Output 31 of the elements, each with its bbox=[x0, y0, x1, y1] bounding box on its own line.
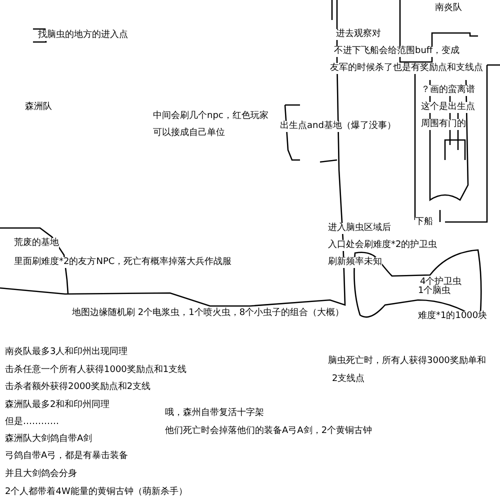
map-note: 入口处会刷难度*2的护卫虫 bbox=[328, 240, 438, 251]
map-note: 找脑虫的地方的进入点 bbox=[38, 30, 128, 41]
map-note: 2支线点 bbox=[332, 374, 365, 385]
map-note: 森洲队最多2和和印州同理 bbox=[5, 400, 110, 411]
map-note: 南炎队 bbox=[435, 3, 462, 14]
map-note: 森洲队 bbox=[25, 102, 52, 113]
map-note: 他们死亡时会掉落他们的装备A弓A剑，2个黄铜古钟 bbox=[165, 426, 372, 437]
map-note: 进去观察对 bbox=[336, 29, 381, 40]
map-note: 击杀任意一个所有人获得1000奖励点和1支线 bbox=[5, 365, 187, 376]
map-note: 里面刷难度*2的友方NPC，死亡有概率掉落大兵作战服 bbox=[14, 257, 232, 268]
map-note: 哦，森州自带复活十字架 bbox=[165, 408, 264, 419]
map-note: 脑虫死亡时，所有人获得3000奖励单和 bbox=[328, 356, 486, 367]
map-note: 不进下飞船会给范围buff，变成 bbox=[334, 46, 460, 57]
map-note: 1个脑虫 bbox=[418, 286, 451, 297]
map-note: 荒废的基地 bbox=[14, 238, 59, 249]
map-note: 但是………… bbox=[5, 417, 59, 428]
map-note: 难度*1的1000块 bbox=[418, 311, 488, 322]
map-note: 可以接成自己单位 bbox=[153, 128, 225, 139]
map-note: 友军的时候杀了也是有奖励点和支线点 bbox=[330, 63, 483, 74]
map-note: 这个是出生点 bbox=[421, 102, 475, 113]
map-note: 并且大剑鸽会分身 bbox=[5, 469, 77, 480]
map-note: 击杀者额外获得2000奖励点和2支线 bbox=[5, 382, 151, 393]
map-note: 南炎队最多3人和印州出现同理 bbox=[5, 347, 128, 358]
map-note: 周围有门的 bbox=[421, 119, 466, 130]
map-note: ？画的蛮离谱 bbox=[421, 85, 475, 96]
map-note: 下船 bbox=[415, 217, 433, 228]
map-note: 森洲队大剑鸽自带A剑 bbox=[5, 434, 92, 445]
map-note: 刷新频率未知 bbox=[328, 257, 382, 268]
map-note: 弓鸽自带A弓，都是有暴击装备 bbox=[5, 451, 128, 462]
map-note: 进入脑虫区域后 bbox=[328, 223, 391, 234]
map-note: 中间会刷几个npc，红色玩家 bbox=[153, 111, 268, 122]
